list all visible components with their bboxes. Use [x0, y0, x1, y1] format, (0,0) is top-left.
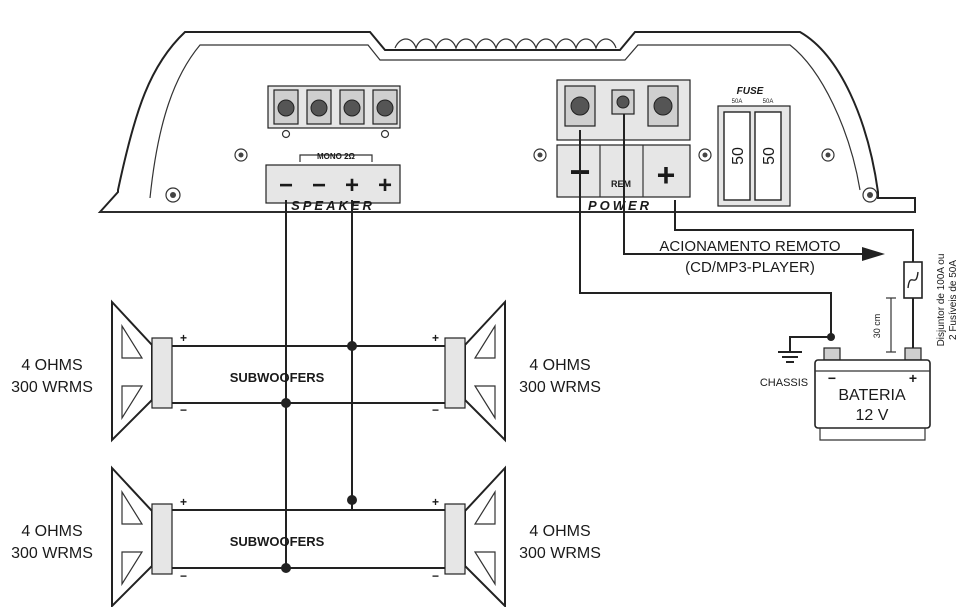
battery-minus: −	[828, 370, 836, 386]
power-terminal-plus: +	[657, 157, 676, 193]
subwoofer-group-2: + − + − SUBWOOFERS 4 OHMS 300 WRMS 4 OHM…	[11, 465, 601, 607]
mono-label: MONO 2Ω	[317, 152, 356, 161]
speaker-screw-terminals	[267, 85, 401, 139]
mounting-screw-icon	[533, 148, 547, 162]
ground-icon	[778, 351, 802, 363]
polarity-minus-right: −	[432, 403, 439, 417]
mounting-screw-icon	[821, 148, 835, 162]
power-wiring	[579, 114, 914, 363]
polarity-minus-left: −	[180, 403, 187, 417]
speaker-wiring	[285, 200, 353, 570]
arrow-right-icon	[862, 247, 885, 261]
subwoofers-label: SUBWOOFERS	[230, 370, 325, 385]
battery-label-line2: 12 V	[856, 407, 889, 424]
polarity-plus-right: +	[432, 331, 439, 345]
speaker-icon	[111, 299, 173, 443]
distance-marker	[886, 297, 896, 353]
right-ohms-label: 4 OHMS	[529, 357, 590, 374]
speaker-terminal-plate: − − + +	[265, 164, 401, 204]
speaker-terminal-minus-2: −	[312, 172, 326, 199]
remote-label-line1: ACIONAMENTO REMOTO	[659, 238, 840, 255]
speaker-terminal-plus-2: +	[378, 172, 392, 199]
remote-label-line2: (CD/MP3-PLAYER)	[685, 259, 815, 276]
fuse-rating-2: 50A	[763, 99, 774, 105]
fuse-value-1: 50	[730, 147, 747, 165]
mounting-screw-icon	[234, 148, 248, 162]
left-power-label: 300 WRMS	[11, 379, 93, 396]
power-label: POWER	[588, 198, 652, 213]
right-ohms-label: 4 OHMS	[529, 523, 590, 540]
speaker-icon	[111, 465, 173, 607]
breaker-label-line1: Disjuntor de 100A ou	[936, 254, 947, 347]
amplifier	[97, 31, 916, 213]
breaker-label-line2: 2 Fusíveis de 50A	[948, 260, 959, 340]
polarity-plus-left: +	[180, 495, 187, 509]
polarity-plus-left: +	[180, 331, 187, 345]
power-terminal-rem: REM	[611, 179, 631, 189]
battery-label-line1: BATERIA	[838, 387, 906, 404]
speaker-terminal-minus-1: −	[279, 172, 293, 199]
battery: − + BATERIA 12 V	[814, 347, 931, 441]
mounting-screw-icon	[862, 187, 878, 203]
speaker-icon	[444, 465, 506, 607]
speaker-icon	[444, 299, 506, 443]
polarity-minus-right: −	[432, 569, 439, 583]
distance-label: 30 cm	[872, 314, 882, 339]
polarity-minus-left: −	[180, 569, 187, 583]
mounting-screw-icon	[698, 148, 712, 162]
right-power-label: 300 WRMS	[519, 379, 601, 396]
fuse-title: FUSE	[737, 86, 764, 97]
mounting-screw-icon	[165, 187, 181, 203]
breaker-icon	[903, 261, 923, 299]
battery-plus: +	[909, 370, 917, 386]
polarity-plus-right: +	[432, 495, 439, 509]
left-power-label: 300 WRMS	[11, 545, 93, 562]
left-ohms-label: 4 OHMS	[21, 357, 82, 374]
fuse-value-2: 50	[761, 147, 778, 165]
left-ohms-label: 4 OHMS	[21, 523, 82, 540]
fuse-block: FUSE 50A 50A 50 50	[717, 86, 791, 207]
fuse-rating-1: 50A	[732, 99, 743, 105]
speaker-label: SPEAKER	[291, 198, 375, 213]
speaker-terminal-plus-1: +	[345, 172, 359, 199]
subwoofer-group-1: + − + − SUBWOOFERS 4 OHMS 300 WRMS 4 OHM…	[11, 299, 601, 443]
subwoofers-label: SUBWOOFERS	[230, 534, 325, 549]
chassis-label: CHASSIS	[760, 377, 808, 389]
right-power-label: 300 WRMS	[519, 545, 601, 562]
